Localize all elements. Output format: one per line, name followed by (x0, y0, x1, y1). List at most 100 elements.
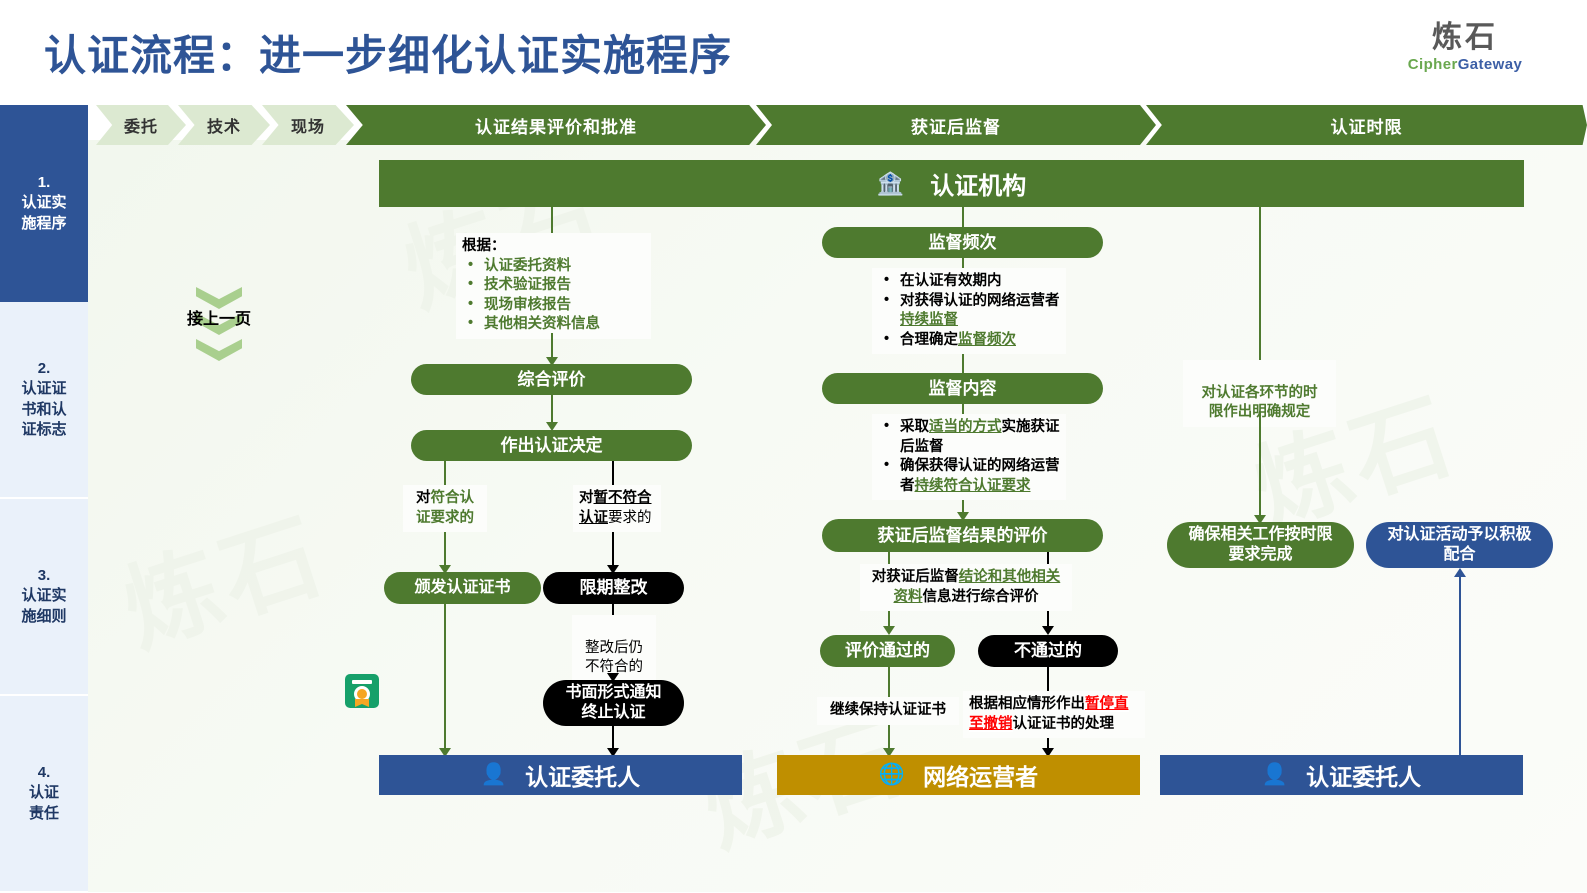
note-part: 根据相应情形作出 (969, 696, 1085, 712)
brand-logo: 炼石 CipherGateway (1385, 22, 1545, 73)
supervision-frequency-list: 在认证有效期内 对获得认证的网络运营者持续监督 合理确定监督频次 (872, 268, 1066, 355)
part-highlight: 监督频次 (958, 331, 1016, 348)
connector-agency-to-timenote (1259, 207, 1261, 367)
connector-agency-to-freq (962, 207, 964, 227)
connector-issue-to-footer (444, 604, 446, 752)
connector-timenote-to-ensure (1259, 411, 1261, 519)
part-text: 实施获证后监督 (900, 419, 1060, 455)
sidebar-item-2[interactable]: 2. 认证证 书和认 证标志 (0, 302, 88, 499)
comprehensive-evaluation-node[interactable]: 综合评价 (411, 364, 692, 395)
stage-chevron-time-limit[interactable]: 认证时限 (1146, 105, 1587, 145)
sidebar-item-label: 3. 认证实 施细则 (21, 567, 67, 625)
list-item: 采取适当的方式实施获证后监督 (878, 417, 1060, 457)
node-label: 颁发认证证书 (414, 579, 511, 596)
node-label: 作出认证决定 (500, 435, 603, 455)
label-highlight: 符合认 (430, 490, 475, 506)
bank-icon: 🏦 (876, 170, 905, 196)
label-highlight: 暂不符合认证 (579, 490, 652, 526)
person-icon: 👤 (1261, 763, 1289, 786)
basis-note: 根据： 认证委托资料 技术验证报告 现场审核报告 其他相关资料信息 (456, 233, 651, 339)
stage-chevron-result-eval[interactable]: 认证结果评价和批准 (346, 105, 766, 145)
footer-client-right[interactable]: 👤 认证委托人 (1160, 755, 1523, 795)
sidebar-item-label: 2. 认证证 书和认 证标志 (21, 360, 67, 438)
globe-icon: 🌐 (878, 763, 906, 786)
basis-list: 认证委托资料 技术验证报告 现场审核报告 其他相关资料信息 (462, 256, 645, 335)
content-list: 采取适当的方式实施获证后监督 确保获得认证的网络运营者持续符合认证要求 (878, 417, 1060, 496)
keep-certificate-note: 继续保持认证证书 (817, 697, 959, 725)
footer-network-operator[interactable]: 🌐 网络运营者 (777, 755, 1140, 795)
stage-chevron-weituo[interactable]: 委托 (96, 105, 186, 145)
label-pre: 对 (416, 490, 431, 506)
label-post: 要求的 (608, 509, 652, 526)
page-title: 认证流程：进一步细化认证实施程序 (44, 32, 733, 79)
part-highlight: 持续符合认证要求 (914, 477, 1031, 494)
arrow-down-icon (546, 357, 558, 366)
stage-label: 现场 (290, 119, 325, 136)
supervision-content-list: 采取适当的方式实施获证后监督 确保获得认证的网络运营者持续符合认证要求 (872, 414, 1066, 501)
list-item: 确保获得认证的网络运营者持续符合认证要求 (878, 456, 1060, 496)
sidebar-item-label: 1. 认证实 施程序 (21, 174, 67, 232)
supervision-content-node[interactable]: 监督内容 (822, 373, 1103, 404)
arrow-down-icon (546, 422, 558, 431)
suspend-revoke-note: 根据相应情形作出暂停直至撤销认证证书的处理 (963, 691, 1145, 739)
sidebar-item-label: 4. 认证 责任 (28, 764, 59, 822)
ensure-on-time-node[interactable]: 确保相关工作按时限 要求完成 (1167, 522, 1354, 568)
certificate-badge-icon (345, 674, 379, 708)
note-part: 对获证后监督 (871, 569, 959, 585)
label-text: 整改后仍 不符合的 (585, 639, 643, 676)
part-text: 对获得认证的网络运营者 (900, 292, 1060, 309)
double-chevron-down-icon (196, 287, 242, 365)
cooperate-node[interactable]: 对认证活动予以积极 配合 (1366, 522, 1553, 568)
arrow-down-icon (439, 565, 451, 574)
terminate-certification-node[interactable]: 书面形式通知 终止认证 (543, 680, 684, 726)
part-highlight: 适当的方式 (929, 419, 1002, 435)
post-supervision-result-eval-node[interactable]: 获证后监督结果的评价 (822, 519, 1103, 552)
sidebar-item-3[interactable]: 3. 认证实 施细则 (0, 499, 88, 696)
stage-chevron-jishu[interactable]: 技术 (178, 105, 270, 145)
certification-agency-label: 认证机构 (930, 173, 1027, 200)
arrow-down-icon (607, 748, 619, 757)
diagram-canvas: 炼石 炼石 炼石 炼石 委托 技术 现场 认证结果评价和批准 获证后监督 认证时… (0, 105, 1587, 893)
connector-footer-to-cooperate (1459, 577, 1461, 755)
node-label: 监督内容 (928, 378, 997, 398)
footer-client-left[interactable]: 👤 认证委托人 (379, 755, 742, 795)
issue-certificate-node[interactable]: 颁发认证证书 (384, 572, 541, 604)
connector-basis-to-eval (551, 333, 553, 363)
label-pre: 对 (579, 490, 594, 506)
basis-heading: 根据： (462, 238, 506, 254)
sidebar-item-4[interactable]: 4. 认证 责任 (0, 696, 88, 893)
arrow-down-icon (439, 748, 451, 757)
certification-agency-bar[interactable]: 🏦 认证机构 (379, 160, 1524, 207)
stage-label: 获证后监督 (911, 117, 1001, 137)
node-label: 不通过的 (1014, 641, 1082, 661)
sidebar-item-1[interactable]: 1. 认证实 施程序 (0, 105, 88, 302)
still-noncompliant-label: 整改后仍 不符合的 (572, 615, 656, 682)
certification-decision-node[interactable]: 作出认证决定 (411, 430, 692, 461)
list-item: 现场审核报告 (462, 295, 645, 316)
stage-label: 技术 (206, 119, 241, 136)
evaluation-passed-node[interactable]: 评价通过的 (820, 635, 955, 667)
arrow-down-icon (1042, 748, 1054, 757)
footer-label: 网络运营者 (923, 764, 1039, 790)
node-label: 对认证活动予以积极 配合 (1387, 526, 1532, 563)
list-item: 其他相关资料信息 (462, 314, 645, 335)
list-item: 认证委托资料 (462, 256, 645, 277)
node-label: 监督频次 (928, 232, 997, 252)
rectification-node[interactable]: 限期整改 (543, 572, 684, 604)
node-label: 获证后监督结果的评价 (877, 525, 1048, 545)
part-text: 在认证有效期内 (900, 273, 1002, 289)
note-highlight: 结论和其他相关资料 (893, 569, 1061, 605)
stage-chevron-post-supervision[interactable]: 获证后监督 (756, 105, 1156, 145)
evaluation-failed-node[interactable]: 不通过的 (978, 635, 1118, 667)
person-icon: 👤 (480, 763, 508, 786)
list-item: 合理确定监督频次 (878, 330, 1060, 351)
logo-chinese-text: 炼石 (1432, 21, 1498, 54)
supervision-frequency-node[interactable]: 监督频次 (822, 227, 1103, 258)
arrow-down-icon (957, 512, 969, 521)
connector-terminate-to-footer (612, 726, 614, 752)
part-highlight: 持续监督 (900, 312, 958, 329)
stage-label: 认证时限 (1330, 117, 1403, 137)
arrow-down-icon (883, 748, 895, 757)
stage-chevron-xianchang[interactable]: 现场 (262, 105, 354, 145)
logo-english-text: CipherGateway (1385, 56, 1545, 73)
